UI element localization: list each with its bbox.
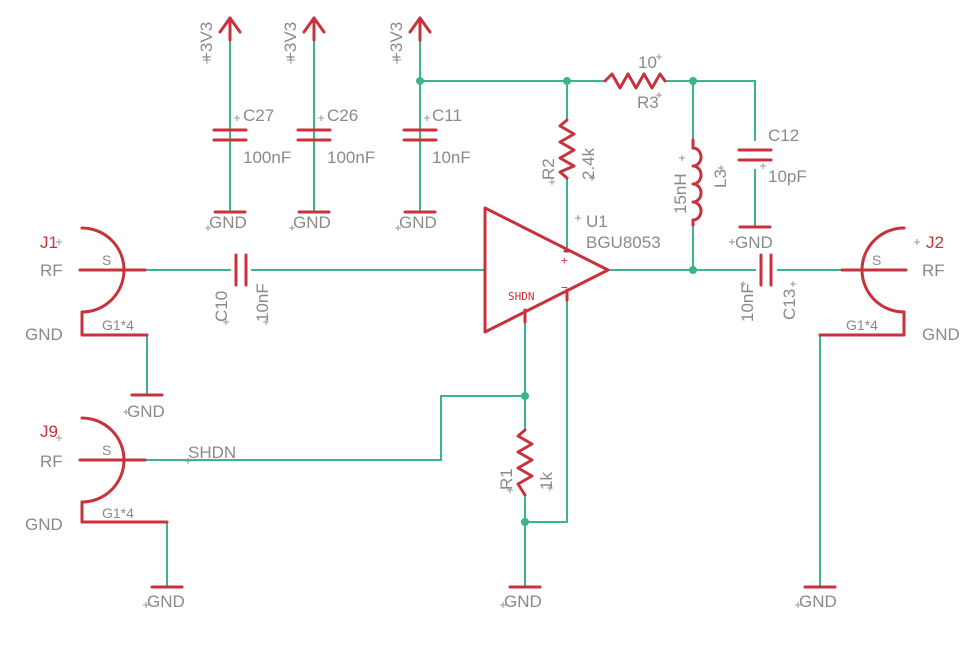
u1-pin-minus: − [561,281,568,294]
gnd-label-c26: GND [293,213,331,232]
c26-name: C26 [327,106,358,125]
connector-j1: J1 RF S G1*4 GND GND [25,226,165,421]
j2-gnd-pin: GND [922,325,960,344]
c11-name: C11 [432,106,462,125]
c12-name: C12 [768,126,799,145]
gnd-label-c27: GND [209,213,247,232]
r2-value: 2.4k [579,147,598,180]
u1-name: U1 [586,212,608,231]
l3-name: L3 [711,169,730,188]
c26-value: 100nF [327,148,375,167]
j1-gnd-pin: GND [25,325,63,344]
capacitor-c26: C26 100nF [296,106,375,167]
gnd-label-r1: GND [504,592,542,611]
r1-name: R1 [497,468,516,490]
j2-pin-g: G1*4 [846,317,878,333]
gnd-symbol-c26: GND [289,210,331,232]
u1-part: BGU8053 [586,233,661,252]
gnd-symbol-r1: GND [500,585,542,611]
gnd-symbol-c27: GND [205,210,247,232]
j2-signal: RF [922,261,945,280]
j9-pin-g: G1*4 [102,505,134,521]
c13-name: C13 [780,289,799,320]
u1-pin-shdn: SHDN [508,290,535,303]
gnd-symbol-c11: GND [395,210,437,232]
c12-value: 10pF [768,167,807,186]
j1-name: J1 [40,233,58,252]
j9-gnd-pin: GND [25,515,63,534]
net-label-shdn: SHDN [188,443,236,462]
c13-value: 10nF [738,283,757,322]
gnd-label-c12: GND [735,233,773,252]
r2-name: R2 [539,158,558,180]
j1-pin-g: G1*4 [102,317,134,333]
c27-value: 100nF [243,148,291,167]
capacitor-c27: C27 100nF [212,106,291,167]
j9-name: J9 [40,422,58,441]
j9-signal: RF [40,452,63,471]
r3-value: 10 [638,53,657,72]
gnd-label-j2: GND [799,592,837,611]
power-symbol-c26: +3V3 [281,16,326,64]
r1-value: 1k [537,472,556,490]
gnd-label-c11: GND [399,213,437,232]
amplifier-u1: + − SHDN U1 BGU8053 [483,206,661,334]
connector-j9: J9 RF S G1*4 GND GND [25,416,185,611]
c10-value: 10nF [253,283,272,322]
u1-pin-plus: + [561,254,568,267]
power-label-c11: +3V3 [387,22,406,62]
power-symbol-c11: +3V3 [387,16,432,64]
power-label-c26: +3V3 [281,22,300,62]
capacitor-c12: C12 10pF GND [729,126,807,252]
resistor-r1: R1 1k [497,428,556,497]
c11-value: 10nF [432,148,471,167]
junctions [416,77,697,526]
power-label-c27: +3V3 [197,22,216,62]
j2-pin-s: S [872,252,881,268]
j9-pin-s: S [102,442,111,458]
capacitor-c10: C10 10nF [212,253,272,325]
c27-name: C27 [243,106,274,125]
capacitor-c13: 10nF C13 [738,253,799,322]
l3-value: 15nH [671,173,690,214]
inductor-l3: 15nH L3 [671,138,730,227]
connector-j2: J2 RF S G1*4 GND GND [795,226,960,611]
r3-name: R3 [637,93,659,112]
wires [144,27,863,586]
c10-name: C10 [212,291,231,322]
j1-pin-s: S [102,252,111,268]
capacitor-c11: C11 10nF [402,106,471,167]
gnd-label-j9: GND [147,592,185,611]
gnd-label-j1: GND [127,402,165,421]
j2-name: J2 [926,233,944,252]
power-symbol-c27: +3V3 [197,16,242,64]
resistor-r3: 10 R3 [603,53,667,112]
j1-signal: RF [40,261,63,280]
resistor-r2: R2 2.4k [539,118,598,185]
